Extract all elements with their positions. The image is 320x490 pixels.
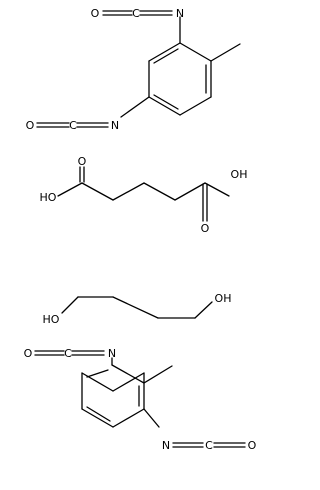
atom-oh: OH xyxy=(231,168,248,181)
adipic-acid: HO O OH O xyxy=(40,155,248,235)
atom-o: O xyxy=(248,439,257,452)
chemical-structures-canvas: O C N O C N HO O OH O HO OH xyxy=(24,7,257,452)
atom-o: O xyxy=(78,155,87,168)
atom-n: N xyxy=(111,119,119,132)
atom-o: O xyxy=(24,347,33,360)
atom-n: N xyxy=(176,7,184,20)
toluene-2-4-diisocyanate: O C N O C N xyxy=(26,7,241,132)
atom-oh: OH xyxy=(215,292,232,305)
atom-o: O xyxy=(201,222,210,235)
atom-c: C xyxy=(132,7,140,20)
atom-c: C xyxy=(64,347,72,360)
atom-ho: HO xyxy=(40,191,57,204)
atom-n: N xyxy=(162,439,170,452)
atom-o: O xyxy=(26,119,35,132)
toluene-2-6-diisocyanate: O C N N C O xyxy=(24,347,257,452)
atom-ho: HO xyxy=(43,313,60,326)
atom-c: C xyxy=(69,119,77,132)
atom-n: N xyxy=(108,347,116,360)
atom-o: O xyxy=(91,7,100,20)
butanediol: HO OH xyxy=(43,292,232,326)
atom-c: C xyxy=(205,439,213,452)
